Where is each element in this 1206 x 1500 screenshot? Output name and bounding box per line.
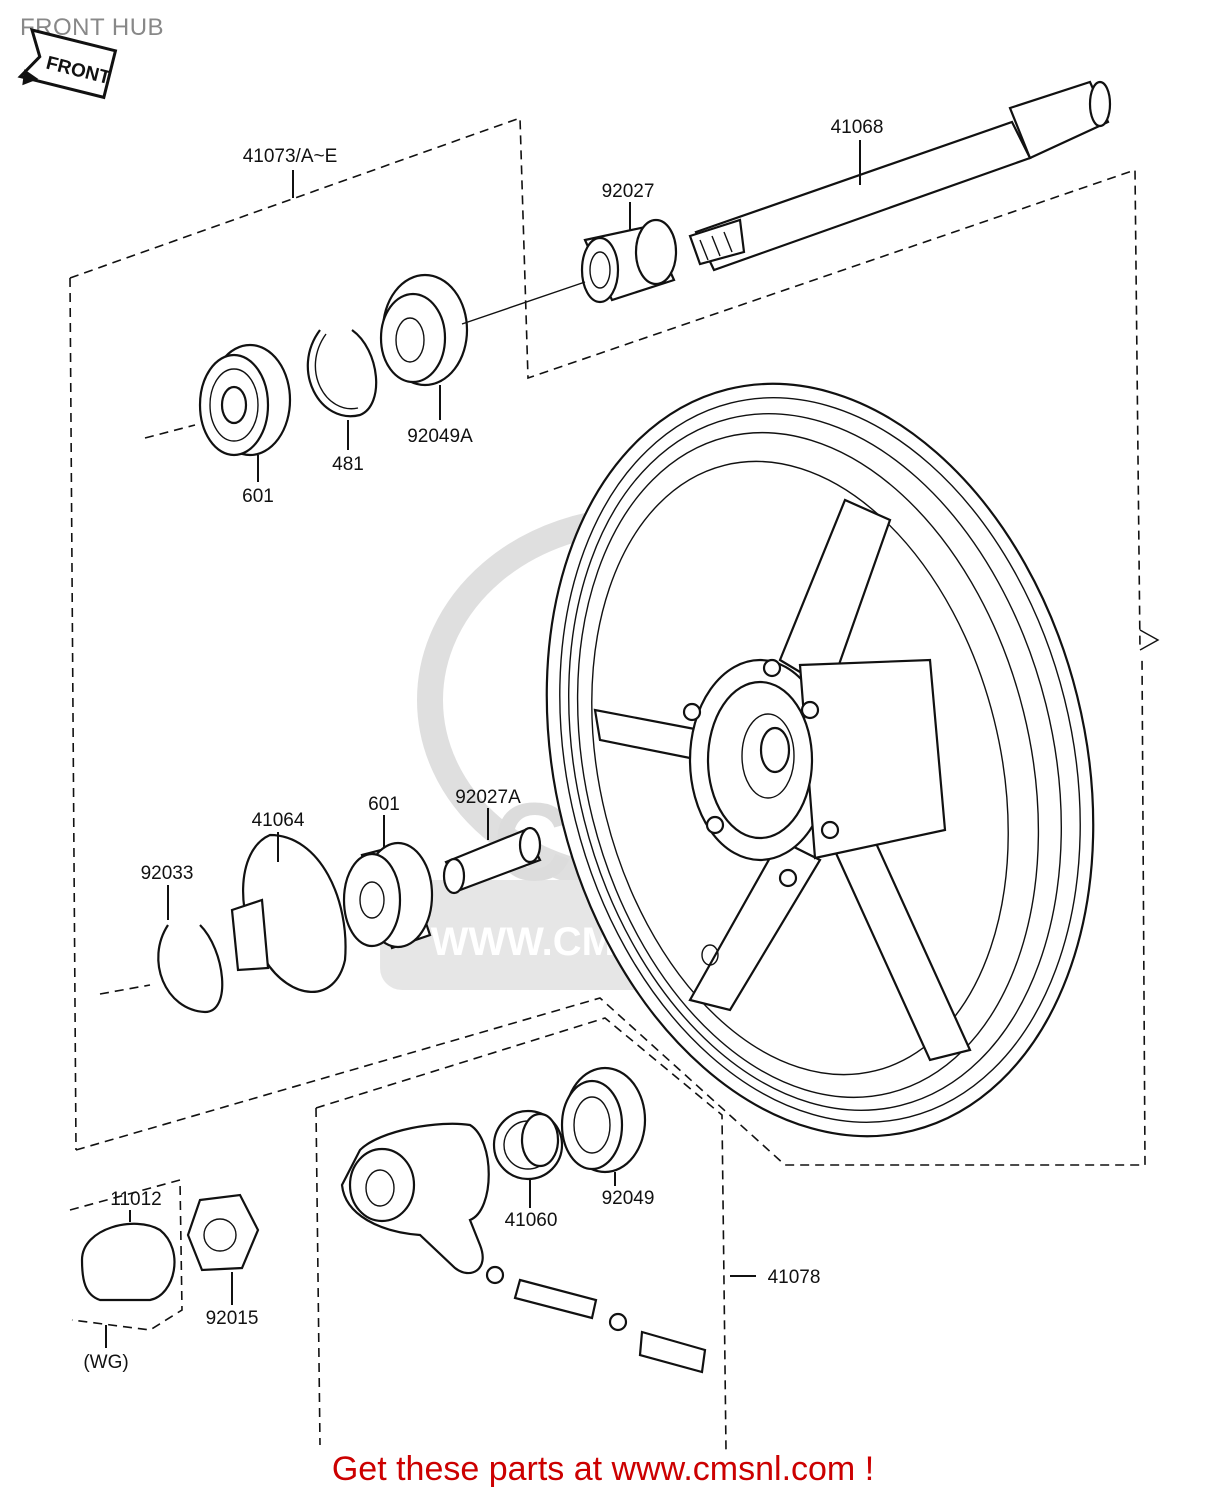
collar-92027	[580, 202, 678, 304]
assembly-outline-top	[69, 116, 1141, 651]
label-11012: 11012	[110, 1189, 161, 1210]
gear-41060	[492, 1109, 564, 1208]
label-92033: 92033	[141, 863, 194, 884]
gearbox-41078	[340, 1122, 756, 1374]
cap-11012	[80, 1222, 176, 1302]
footer-promo-link[interactable]: Get these parts at www.cmsnl.com !	[331, 1450, 875, 1488]
seal-92049	[560, 1066, 647, 1186]
bearing-601-bottom	[342, 815, 434, 950]
speedo-outline	[315, 1017, 727, 1451]
front-arrow-icon	[22, 69, 39, 86]
label-41078: 41078	[768, 1267, 821, 1288]
axle-41068	[688, 80, 1112, 272]
label-41060: 41060	[505, 1210, 558, 1231]
label-92027: 92027	[602, 181, 655, 202]
assembly-outline-bottom	[75, 654, 1146, 1166]
seal-92049A	[379, 273, 586, 420]
label-92049A: 92049A	[407, 426, 473, 447]
bearing-601-top	[144, 343, 292, 482]
circlip-481	[306, 329, 378, 450]
label-92015: 92015	[206, 1308, 259, 1329]
circlip-92033	[99, 885, 224, 1014]
label-92049: 92049	[602, 1188, 655, 1209]
label-601-bottom: 601	[368, 794, 400, 815]
spacer-92027A	[442, 808, 542, 895]
label-41073: 41073/A~E	[243, 146, 338, 167]
front-badge: FRONT	[17, 27, 118, 100]
label-41068: 41068	[831, 117, 884, 138]
label-wg: (WG)	[83, 1352, 128, 1373]
drive-plate-41064	[230, 832, 347, 993]
label-41064: 41064	[252, 810, 305, 831]
nut-92015	[186, 1193, 260, 1305]
label-481: 481	[332, 454, 364, 475]
label-92027A: 92027A	[455, 787, 521, 808]
cap-outline	[69, 1178, 183, 1331]
wheel-assembly	[545, 382, 1095, 1138]
assembly-outline-left	[69, 277, 77, 1151]
label-601-top: 601	[242, 486, 274, 507]
